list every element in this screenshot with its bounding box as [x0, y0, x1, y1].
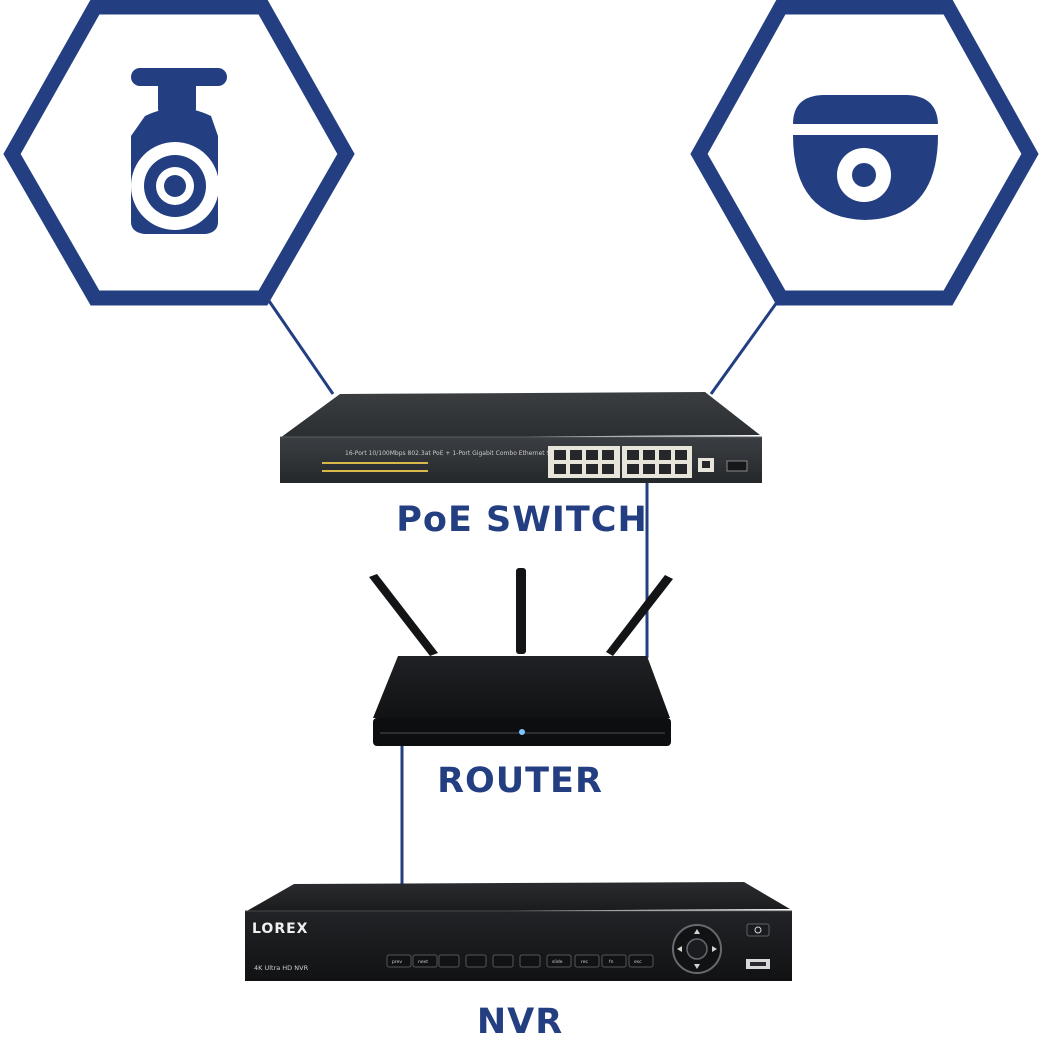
connection-lines	[265, 297, 782, 885]
right-camera-hexagon	[690, 0, 1039, 306]
left-camera-hexagon	[3, 0, 355, 306]
bullet-camera-icon	[131, 68, 227, 234]
nvr-power-button	[746, 923, 770, 937]
nvr-dpad	[672, 924, 722, 974]
svg-text:esc: esc	[634, 960, 642, 965]
router-device	[369, 568, 673, 746]
switch-status-leds	[322, 462, 428, 472]
right-hexagon-outline	[690, 0, 1039, 306]
dome-camera-icon	[793, 95, 938, 220]
nvr-top	[245, 882, 790, 912]
switch-sfp-port	[726, 460, 748, 472]
poe-switch-device: 16-Port 10/100Mbps 802.3at PoE + 1-Port …	[280, 392, 762, 483]
svg-text:next: next	[418, 959, 428, 965]
router-top	[373, 656, 670, 718]
switch-port-block-right	[622, 446, 692, 478]
nvr-device: LOREX 4K Ultra HD NVR prev next slide re…	[245, 882, 792, 981]
nvr-model: 4K Ultra HD NVR	[254, 964, 309, 972]
switch-model-text: 16-Port 10/100Mbps 802.3at PoE + 1-Port …	[345, 450, 567, 457]
left-hexagon-outline	[3, 0, 355, 306]
poe-switch-label: PoE SWITCH	[396, 500, 647, 540]
line-left-camera-to-switch	[265, 297, 335, 395]
svg-text:fn: fn	[609, 959, 614, 965]
svg-text:rec: rec	[581, 959, 589, 965]
router-power-indicator	[519, 729, 525, 735]
router-antennas	[369, 568, 673, 656]
line-right-camera-to-switch	[709, 297, 782, 395]
switch-top-panel	[280, 392, 760, 438]
router-label: ROUTER	[437, 761, 603, 801]
nvr-label: NVR	[477, 1002, 563, 1042]
nvr-buttons	[386, 954, 654, 968]
nvr-brand: LOREX	[252, 921, 308, 937]
device-labels: PoE SWITCH ROUTER NVR	[396, 500, 647, 1042]
svg-text:prev: prev	[392, 959, 402, 965]
switch-port-block-left	[548, 446, 620, 478]
nvr-button-labels: prev next slide rec fn esc	[392, 959, 642, 965]
svg-text:slide: slide	[552, 959, 563, 965]
